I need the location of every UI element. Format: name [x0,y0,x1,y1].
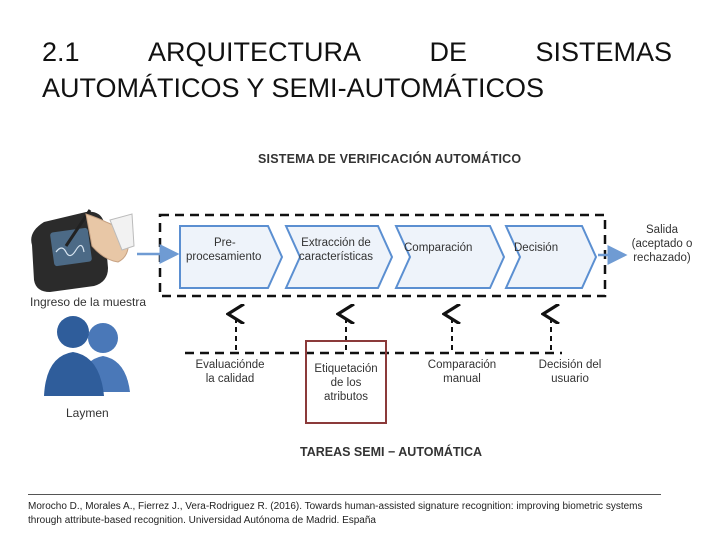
slide-title-line2: AUTOMÁTICOS Y SEMI-AUTOMÁTICOS [42,73,545,103]
signature-pad-icon [31,209,135,292]
task-user-decision: Decisión del usuario [528,358,612,386]
title-word: DE [429,37,467,67]
semi-automatic-heading: TAREAS SEMI − AUTOMÁTICA [300,445,483,459]
people-label: Laymen [66,406,109,420]
stage-shape-comparison [394,225,506,289]
task-attribute-labelling: Etiquetación de los atributos [308,362,384,404]
task-label: Evaluaciónde [195,359,265,371]
stage-label: procesamiento [186,251,262,263]
title-word: 2.1 [42,37,80,67]
stage-preprocessing: Pre- procesamiento [186,236,268,298]
task-label: usuario [551,373,589,385]
stage-shape-preprocessing [179,225,284,289]
stage-label: Comparación [404,242,473,254]
automatic-system-heading: SISTEMA DE VERIFICACIÓN AUTOMÁTICO [258,152,522,166]
task-label: Comparación [427,359,497,371]
stage-shape-decision [504,225,598,289]
task-label: de los [330,377,362,389]
task-label: Decisión del [538,359,602,371]
stage-decision: Decisión [514,241,574,303]
reference-divider [28,494,661,495]
title-word: SISTEMAS [535,37,672,67]
slide-title: 2.1 ARQUITECTURA DE SISTEMAS AUTOMÁTICOS… [42,34,672,106]
slide-title-line1: 2.1 ARQUITECTURA DE SISTEMAS [42,34,672,70]
stage-label: Extracción de [301,237,371,249]
stage-feature-extraction: Extracción de características [298,236,374,298]
task-label: Etiquetación [314,363,378,375]
stage-comparison: Comparación [404,241,474,303]
output-label-line: (aceptado o [631,238,693,250]
stage-shape-feature-extraction [284,225,394,289]
output-label: Salida (aceptado o rechazado) [626,223,698,265]
task-label: manual [443,373,481,385]
stage-label: Decisión [514,242,559,254]
output-label-line: rechazado) [633,252,691,264]
reference-citation: Morocho D., Morales A., Fierrez J., Vera… [28,501,643,526]
input-sample-label: Ingreso de la muestra [30,295,147,309]
stage-label: características [298,251,374,263]
title-word: ARQUITECTURA [148,37,362,67]
output-label-line: Salida [646,224,678,236]
task-label: atributos [323,391,369,403]
task-label: la calidad [205,373,255,385]
task-manual-comparison: Comparación manual [420,358,504,386]
attribute-labelling-highlight [305,340,387,424]
stage-label: Pre- [214,237,236,249]
people-icon [44,316,130,396]
task-quality-evaluation: Evaluaciónde la calidad [190,358,270,386]
